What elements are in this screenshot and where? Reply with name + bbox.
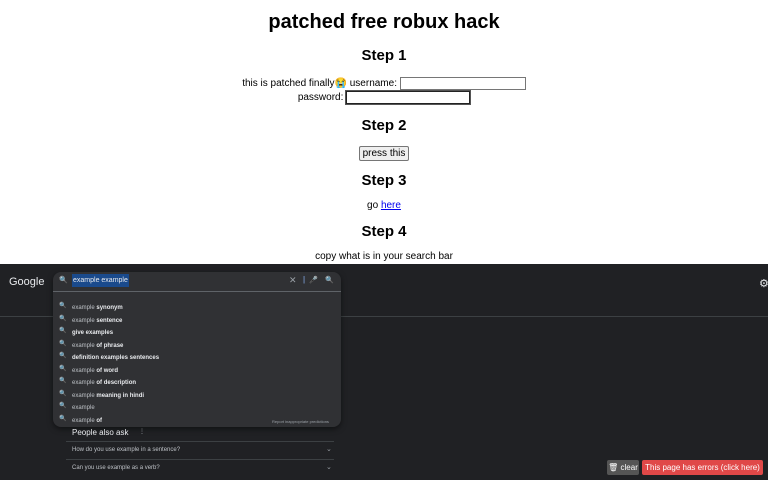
people-also-ask-heading: People also ask xyxy=(72,428,129,437)
crying-emoji-icon: 😭 xyxy=(334,78,347,90)
more-options-icon: ⋮ xyxy=(139,429,145,435)
step3-line: go here xyxy=(0,200,768,211)
step3-text: go xyxy=(367,200,379,211)
search-query: example example xyxy=(72,274,129,287)
password-input[interactable] xyxy=(345,90,472,105)
search-icon: 🔍 xyxy=(59,316,67,322)
google-screenshot: Google ⚙ 🔍 example example ✕ | 🎤 🔍 🔍exam… xyxy=(0,264,768,480)
search-icon: 🔍 xyxy=(59,391,67,397)
gear-icon: ⚙ xyxy=(759,278,768,290)
step2-heading: Step 2 xyxy=(361,117,407,134)
search-icon: 🔍 xyxy=(59,378,67,384)
search-submit-icon: 🔍 xyxy=(325,277,334,284)
press-this-button[interactable]: press this xyxy=(358,146,410,161)
suggestion-item: 🔍example synonym xyxy=(59,303,123,311)
step4-text: copy what is in your search bar xyxy=(315,251,453,262)
clear-button[interactable]: 🗑 clear xyxy=(607,460,639,475)
search-icon: 🔍 xyxy=(59,366,67,372)
question-row: How do you use example in a sentence? ⌄ xyxy=(66,441,334,460)
step1-line: this is patched finally😭 username: xyxy=(0,77,768,90)
search-icon: 🔍 xyxy=(59,277,68,284)
suggestion-item: 🔍example sentence xyxy=(59,316,123,324)
username-label: username: xyxy=(349,78,397,90)
report-predictions-text: Report inappropriate predictions xyxy=(272,419,329,424)
search-bar: 🔍 example example ✕ | 🎤 🔍 xyxy=(53,272,341,292)
suggestion-item: 🔍example of phrase xyxy=(59,341,124,349)
search-dropdown: 🔍 example example ✕ | 🎤 🔍 🔍example synon… xyxy=(53,272,341,427)
step2-line: press this xyxy=(0,146,768,161)
suggestion-item: 🔍example of word xyxy=(59,366,119,374)
google-header: Google ⚙ xyxy=(0,264,768,317)
close-icon: ✕ xyxy=(289,275,297,285)
page-title: patched free robux hack xyxy=(268,11,500,33)
suggestion-item: 🔍example of description xyxy=(59,378,137,386)
microphone-icon: 🎤 xyxy=(309,277,318,284)
search-icon: 🔍 xyxy=(59,353,67,359)
page-errors-button[interactable]: This page has errors (click here) xyxy=(642,460,763,475)
chevron-down-icon: ⌄ xyxy=(326,464,332,471)
password-label: password: xyxy=(297,92,344,104)
search-icon: 🔍 xyxy=(59,403,67,409)
search-icon: 🔍 xyxy=(59,328,67,334)
step4-heading: Step 4 xyxy=(361,223,407,240)
divider: | xyxy=(303,275,306,284)
chevron-down-icon: ⌄ xyxy=(326,446,332,453)
search-icon: 🔍 xyxy=(59,416,67,422)
suggestion-item: 🔍example xyxy=(59,403,95,411)
question-row: Can you use example as a verb? ⌄ xyxy=(66,459,334,478)
suggestion-item: 🔍definition examples sentences xyxy=(59,353,160,361)
google-logo: Google xyxy=(9,276,45,288)
here-link[interactable]: here xyxy=(380,200,401,211)
step1-heading: Step 1 xyxy=(361,47,407,64)
suggestion-item: 🔍example meaning in hindi xyxy=(59,391,145,399)
trash-icon: 🗑 xyxy=(608,463,619,472)
password-line: password: xyxy=(0,90,768,105)
username-input[interactable] xyxy=(399,77,526,90)
suggestion-item: 🔍example of xyxy=(59,416,103,424)
page-content: patched free robux hack Step 1 this is p… xyxy=(0,11,768,262)
step3-heading: Step 3 xyxy=(361,172,407,189)
step1-text: this is patched finally xyxy=(242,78,335,90)
search-icon: 🔍 xyxy=(59,341,67,347)
search-icon: 🔍 xyxy=(59,303,67,309)
suggestion-item: 🔍give examples xyxy=(59,328,114,336)
